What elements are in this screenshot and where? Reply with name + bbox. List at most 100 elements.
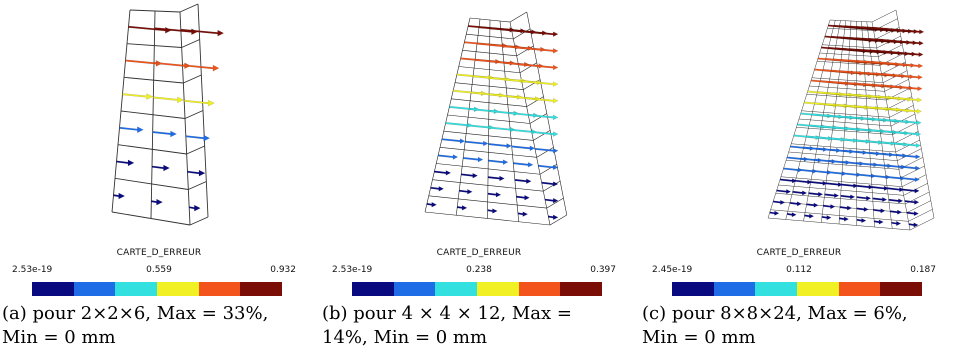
error-arrow xyxy=(856,218,867,224)
mesh-plot-a xyxy=(111,3,225,226)
error-arrow xyxy=(812,169,833,175)
mesh-edge xyxy=(179,3,199,13)
error-arrow xyxy=(461,173,478,179)
error-arrow xyxy=(184,99,215,107)
error-arrow xyxy=(896,153,921,160)
error-arrow xyxy=(783,167,803,173)
error-arrow xyxy=(516,195,530,201)
error-arrow xyxy=(463,156,484,163)
error-arrow xyxy=(885,96,923,103)
error-arrow xyxy=(113,192,126,200)
mesh-edge xyxy=(513,28,531,40)
colorbar xyxy=(672,282,923,296)
error-arrow xyxy=(534,147,559,154)
colorbar-swatch xyxy=(880,282,923,296)
error-arrow xyxy=(488,126,516,133)
mesh-edge xyxy=(546,197,564,209)
error-arrow xyxy=(871,174,891,180)
mesh-edge xyxy=(900,165,925,179)
error-arrow xyxy=(908,222,919,228)
colorbar-min-label: 2.45e-19 xyxy=(652,265,693,275)
error-arrow xyxy=(881,73,923,80)
colorbar-swatch xyxy=(198,282,241,296)
mesh-edge xyxy=(861,21,875,228)
error-arrow xyxy=(827,171,847,177)
error-arrow xyxy=(548,214,559,220)
error-arrow xyxy=(508,112,539,119)
error-arrow xyxy=(900,177,920,182)
error-arrow xyxy=(437,154,459,160)
mesh-edge xyxy=(188,181,207,190)
error-arrow xyxy=(773,199,786,205)
colorbar-swatch xyxy=(838,282,881,296)
error-arrow xyxy=(887,187,905,193)
error-arrow xyxy=(891,130,922,137)
error-arrow xyxy=(902,188,920,194)
mesh-edge xyxy=(529,113,547,124)
error-arrow xyxy=(841,183,859,189)
error-arrow xyxy=(445,122,473,128)
error-arrow xyxy=(841,172,862,178)
error-arrow xyxy=(810,180,828,186)
mesh-edge xyxy=(895,139,920,153)
error-arrow xyxy=(487,208,498,214)
error-arrow xyxy=(488,159,509,165)
mesh-edge xyxy=(186,145,205,155)
error-arrow xyxy=(510,128,537,135)
mesh-edge xyxy=(785,20,836,220)
error-arrow xyxy=(487,175,505,182)
mesh-edge xyxy=(906,200,931,213)
colorbar-title: CARTE_D_ERREUR xyxy=(436,248,522,258)
mesh-edge xyxy=(549,214,567,226)
error-arrow xyxy=(487,192,502,198)
mesh-edge xyxy=(509,11,527,23)
error-arrow xyxy=(891,221,902,226)
error-arrow xyxy=(879,61,924,69)
mesh-edge xyxy=(499,20,520,222)
colorbar-max-label: 0.397 xyxy=(590,265,616,275)
colorbar-swatch xyxy=(560,282,603,296)
error-arrow xyxy=(769,210,780,216)
mesh-edge xyxy=(111,9,131,213)
mesh-edge xyxy=(871,9,897,23)
colorbar-swatch xyxy=(713,282,756,296)
error-arrow xyxy=(426,202,437,208)
error-arrow xyxy=(434,170,452,176)
colorbar-mid-label: 0.112 xyxy=(786,265,812,275)
colorbar-swatch xyxy=(477,282,519,296)
mesh-edge xyxy=(838,20,852,225)
error-arrow xyxy=(877,49,924,58)
caption-line-2: Min = 0 mm xyxy=(642,327,756,348)
error-arrow xyxy=(180,28,225,37)
colorbar-title: CARTE_D_ERREUR xyxy=(756,248,842,258)
mesh-edge xyxy=(150,10,156,219)
error-arrow xyxy=(856,195,872,201)
mesh-edge xyxy=(878,44,903,57)
error-arrow xyxy=(119,126,144,133)
colorbar-swatch xyxy=(797,282,839,296)
error-arrow xyxy=(514,178,532,184)
error-arrow xyxy=(524,97,559,104)
mesh-edge xyxy=(866,21,893,229)
caption-line-2: Min = 0 mm xyxy=(2,327,116,348)
error-arrow xyxy=(871,185,889,191)
error-arrow xyxy=(888,198,904,204)
mesh-edge xyxy=(908,209,933,222)
error-arrow xyxy=(856,173,876,179)
error-arrow xyxy=(122,93,154,100)
colorbar-swatch xyxy=(240,282,283,296)
mesh-edge xyxy=(897,148,922,161)
error-arrow xyxy=(825,182,843,188)
mesh-edge xyxy=(526,11,568,216)
mesh-edge xyxy=(909,217,935,231)
error-arrow xyxy=(806,202,819,208)
error-arrow xyxy=(521,80,559,87)
error-arrow xyxy=(795,179,813,185)
mesh-edge xyxy=(184,110,204,119)
mesh-edge xyxy=(856,21,857,226)
error-arrow xyxy=(517,211,528,217)
caption: (a) pour 2×2×6, Max = 33%, Min = 0 mm xyxy=(0,302,318,350)
error-arrow xyxy=(875,38,924,46)
error-arrow xyxy=(856,184,874,190)
colorbar-title: CARTE_D_ERREUR xyxy=(116,248,202,258)
